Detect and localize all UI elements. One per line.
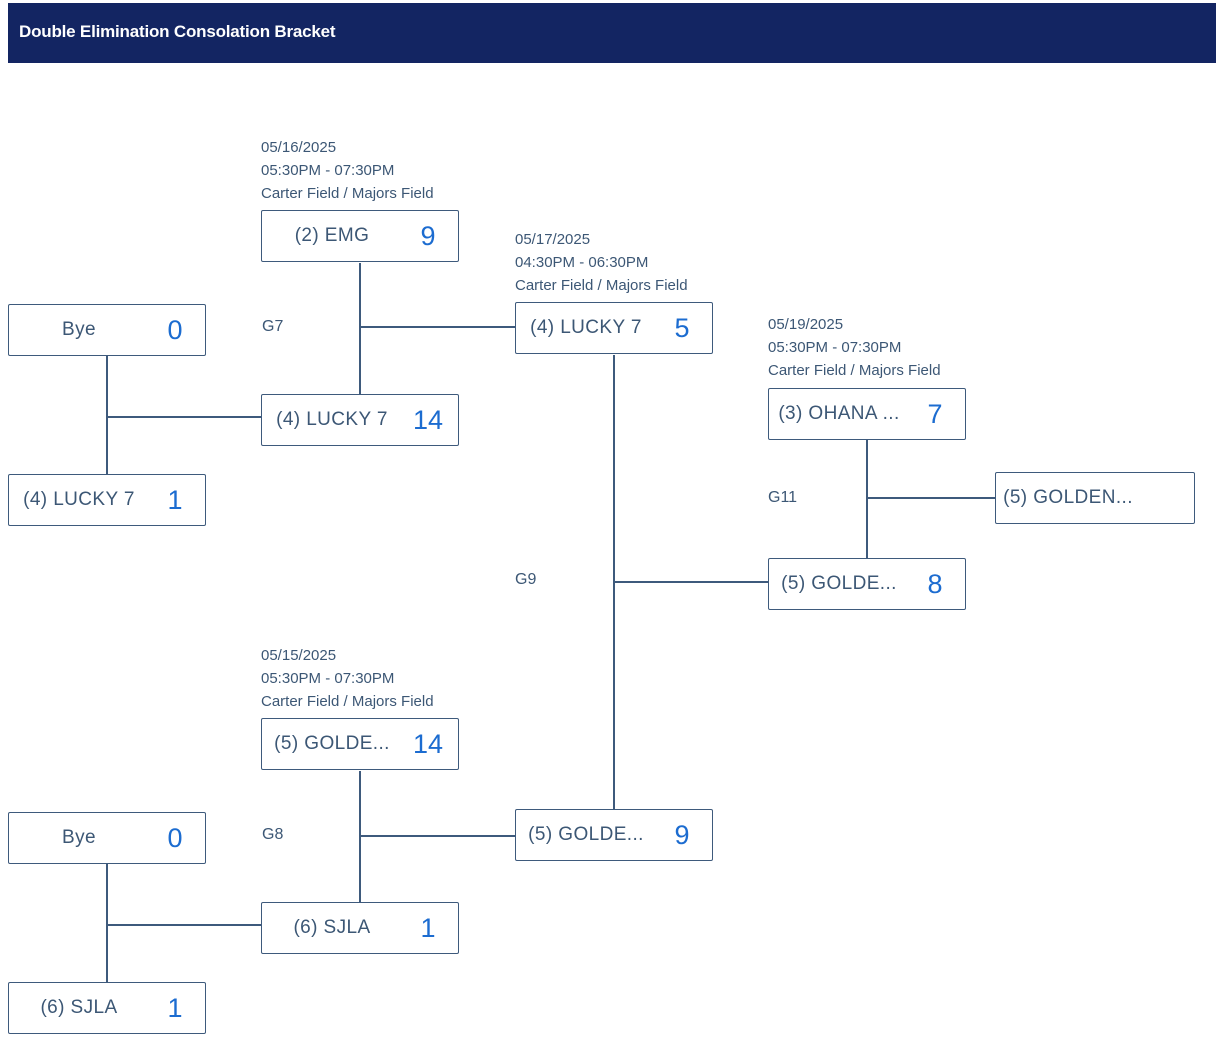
game-time: 05:30PM - 07:30PM bbox=[768, 339, 902, 356]
team-name: (2) EMG bbox=[294, 225, 370, 246]
game-time: 05:30PM - 07:30PM bbox=[261, 162, 395, 179]
game-info-g8: 05/15/2025 05:30PM - 07:30PM Carter Fiel… bbox=[261, 644, 434, 713]
connector-line bbox=[613, 581, 769, 583]
team-score bbox=[1136, 473, 1188, 523]
team-name: (5) GOLDEN... bbox=[1003, 487, 1133, 508]
team-score: 7 bbox=[927, 399, 943, 429]
connector-line bbox=[106, 416, 262, 418]
game-location: Carter Field / Majors Field bbox=[768, 362, 941, 379]
connector-line bbox=[359, 835, 516, 837]
team-name: (5) GOLDE... bbox=[274, 733, 390, 754]
game-location: Carter Field / Majors Field bbox=[261, 185, 434, 202]
team-slot[interactable]: (6) SJLA 1 bbox=[261, 902, 459, 954]
team-score: 9 bbox=[420, 221, 436, 251]
team-slot[interactable]: (3) OHANA ... 7 bbox=[768, 388, 966, 440]
team-name: (6) SJLA bbox=[293, 917, 371, 938]
game-time: 05:30PM - 07:30PM bbox=[261, 670, 395, 687]
team-slot[interactable]: Bye 0 bbox=[8, 812, 206, 864]
team-name: Bye bbox=[62, 319, 96, 340]
team-name: (5) GOLDE... bbox=[781, 573, 897, 594]
team-slot[interactable]: Bye 0 bbox=[8, 304, 206, 356]
team-score: 14 bbox=[412, 405, 444, 435]
game-label-g7: G7 bbox=[262, 318, 284, 335]
connector-line bbox=[866, 497, 996, 499]
game-info-g9: 05/17/2025 04:30PM - 06:30PM Carter Fiel… bbox=[515, 228, 688, 297]
page-header: Double Elimination Consolation Bracket bbox=[8, 3, 1216, 63]
team-name: (4) LUCKY 7 bbox=[276, 409, 388, 430]
game-date: 05/16/2025 bbox=[261, 139, 337, 156]
team-name: (3) OHANA ... bbox=[778, 403, 900, 424]
team-name: (4) LUCKY 7 bbox=[23, 489, 135, 510]
team-score: 0 bbox=[167, 823, 183, 853]
connector-line bbox=[359, 771, 361, 903]
game-info-g11: 05/19/2025 05:30PM - 07:30PM Carter Fiel… bbox=[768, 313, 941, 382]
game-location: Carter Field / Majors Field bbox=[515, 277, 688, 294]
team-score: 14 bbox=[412, 729, 444, 759]
game-date: 05/15/2025 bbox=[261, 647, 337, 664]
game-date: 05/17/2025 bbox=[515, 231, 591, 248]
connector-line bbox=[359, 326, 516, 328]
team-slot[interactable]: (4) LUCKY 7 14 bbox=[261, 394, 459, 446]
team-slot[interactable]: (5) GOLDE... 8 bbox=[768, 558, 966, 610]
team-slot[interactable]: (4) LUCKY 7 1 bbox=[8, 474, 206, 526]
team-score: 1 bbox=[167, 993, 183, 1023]
game-date: 05/19/2025 bbox=[768, 316, 844, 333]
team-name: (5) GOLDE... bbox=[528, 824, 644, 845]
team-slot[interactable]: (2) EMG 9 bbox=[261, 210, 459, 262]
team-score: 8 bbox=[927, 569, 943, 599]
team-slot[interactable]: (5) GOLDE... 14 bbox=[261, 718, 459, 770]
team-name: (4) LUCKY 7 bbox=[530, 317, 642, 338]
team-score: 5 bbox=[674, 313, 690, 343]
game-info-g7: 05/16/2025 05:30PM - 07:30PM Carter Fiel… bbox=[261, 136, 434, 205]
connector-line bbox=[106, 924, 262, 926]
team-slot[interactable]: (5) GOLDE... 9 bbox=[515, 809, 713, 861]
team-score: 0 bbox=[167, 315, 183, 345]
team-name: Bye bbox=[62, 827, 96, 848]
connector-line bbox=[359, 263, 361, 395]
game-time: 04:30PM - 06:30PM bbox=[515, 254, 649, 271]
connector-line bbox=[106, 356, 108, 475]
connector-line bbox=[866, 440, 868, 559]
page-title: Double Elimination Consolation Bracket bbox=[19, 22, 336, 41]
team-slot[interactable]: (4) LUCKY 7 5 bbox=[515, 302, 713, 354]
connector-line bbox=[106, 864, 108, 983]
game-location: Carter Field / Majors Field bbox=[261, 693, 434, 710]
team-score: 9 bbox=[674, 820, 690, 850]
team-slot[interactable]: (6) SJLA 1 bbox=[8, 982, 206, 1034]
game-label-g11: G11 bbox=[768, 489, 798, 506]
game-label-g9: G9 bbox=[515, 571, 537, 588]
game-label-g8: G8 bbox=[262, 826, 284, 843]
winner-slot[interactable]: (5) GOLDEN... bbox=[995, 472, 1195, 524]
team-score: 1 bbox=[420, 913, 436, 943]
team-score: 1 bbox=[167, 485, 183, 515]
team-name: (6) SJLA bbox=[40, 997, 118, 1018]
